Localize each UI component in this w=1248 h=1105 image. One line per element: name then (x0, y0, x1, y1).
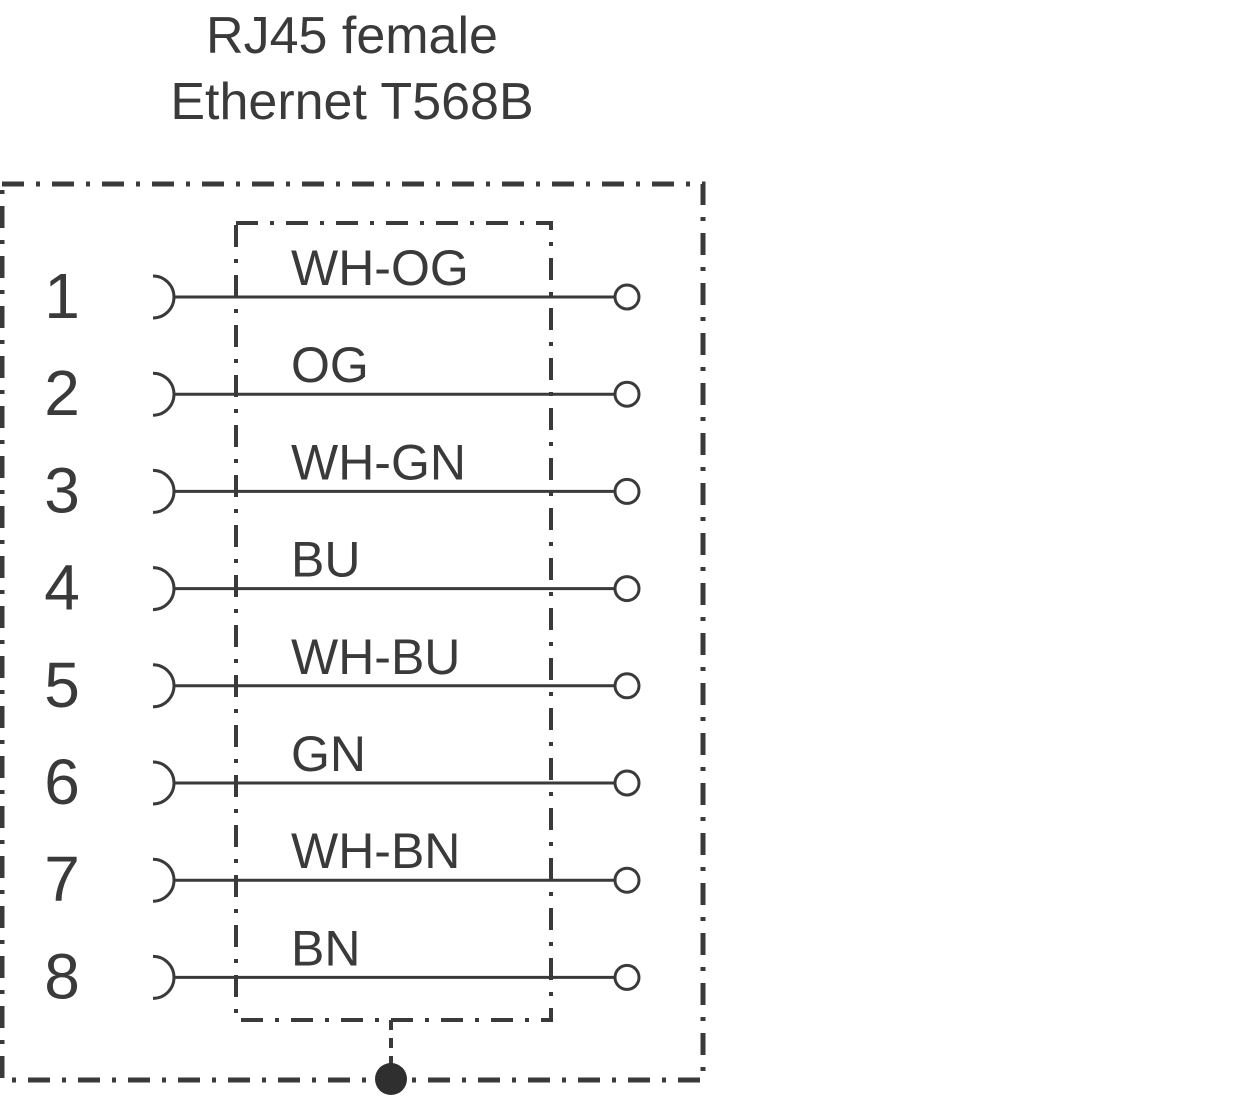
socket-contact-icon (152, 274, 176, 320)
socket-contact-icon (152, 566, 176, 612)
pin-number: 2 (44, 357, 80, 429)
terminal-circle-icon (613, 380, 641, 408)
shield-ground-dot (375, 1063, 407, 1095)
diagram-title-line-2: Ethernet T568B (170, 73, 534, 131)
wire-color-label: WH-GN (291, 434, 466, 490)
pin-number: 8 (44, 940, 80, 1012)
pins-layer: 1 WH-OG 2 OG 3 WH-GN 4 BU 5 WH-BU 6 GN 7 WH-BN 8 BN (44, 240, 641, 1012)
pin-number: 5 (44, 649, 80, 721)
pin-number: 4 (44, 552, 80, 624)
wire-color-label: BU (291, 532, 360, 588)
wire-color-label: WH-OG (291, 240, 469, 296)
wire-color-label: WH-BN (291, 823, 460, 879)
terminal-circle-icon (613, 672, 641, 700)
connector-housing-outline (0, 181, 706, 1083)
pin-number: 3 (44, 454, 80, 526)
terminal-circle-icon (613, 866, 641, 894)
pin-row-6: 6 GN (44, 726, 641, 818)
pin-number: 1 (44, 260, 80, 332)
pin-number: 6 (44, 746, 80, 818)
socket-contact-icon (152, 663, 176, 709)
pin-number: 7 (44, 843, 80, 915)
wire-color-label: WH-BU (291, 629, 460, 685)
pin-row-4: 4 BU (44, 532, 641, 624)
pin-row-8: 8 BN (44, 920, 641, 1012)
socket-contact-icon (152, 857, 176, 903)
socket-contact-icon (152, 468, 176, 514)
terminal-circle-icon (613, 575, 641, 603)
pin-row-5: 5 WH-BU (44, 629, 641, 721)
terminal-circle-icon (613, 769, 641, 797)
pin-row-2: 2 OG (44, 337, 641, 429)
socket-contact-icon (152, 371, 176, 417)
wire-color-label: GN (291, 726, 366, 782)
wire-color-label: OG (291, 337, 369, 393)
shield-boundary-outline (234, 221, 553, 1022)
terminal-circle-icon (613, 477, 641, 505)
pin-row-1: 1 WH-OG (44, 240, 641, 332)
terminal-circle-icon (613, 963, 641, 991)
wire-color-label: BN (291, 920, 360, 976)
socket-contact-icon (152, 760, 176, 806)
pin-row-3: 3 WH-GN (44, 434, 641, 526)
pin-row-7: 7 WH-BN (44, 823, 641, 915)
diagram-title-line-1: RJ45 female (206, 7, 498, 65)
socket-contact-icon (152, 954, 176, 1000)
terminal-circle-icon (613, 283, 641, 311)
